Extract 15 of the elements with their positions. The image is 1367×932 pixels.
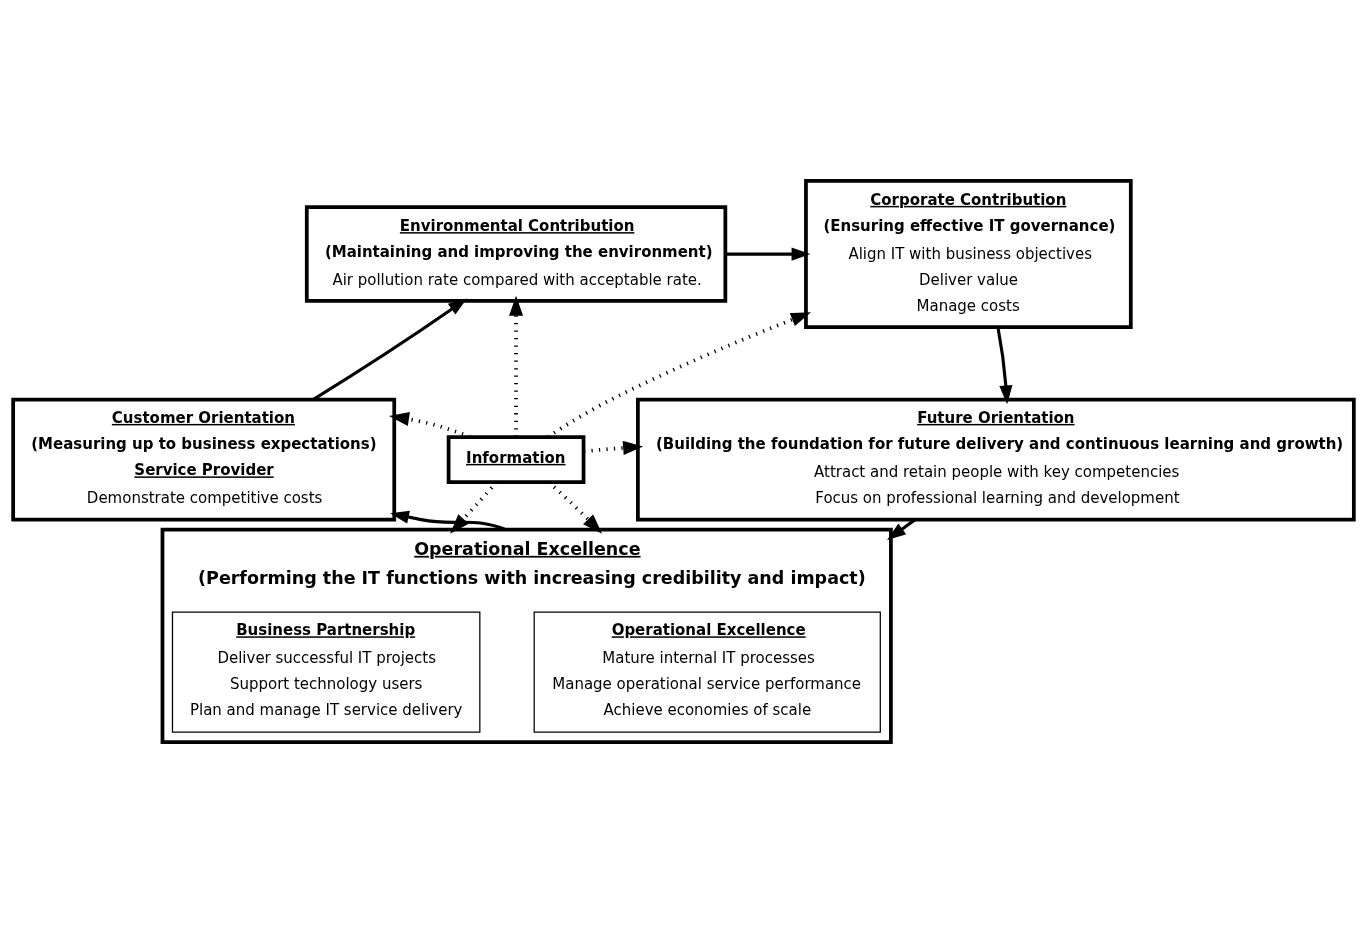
arrow bbox=[312, 297, 467, 401]
arrow bbox=[583, 440, 644, 455]
node-box: Information bbox=[446, 434, 586, 484]
arrow bbox=[509, 295, 524, 437]
node-box: Corporate Contribution (Ensuring effective IT governance) Align IT with business objectives Deliver value Manage costs bbox=[804, 178, 1133, 329]
arrow bbox=[390, 510, 507, 531]
node-box: Customer Orientation (Measuring up to business expectations) Service Provider Demonstrate competitive costs bbox=[11, 397, 397, 521]
arrow bbox=[546, 311, 811, 438]
arrow bbox=[996, 326, 1013, 404]
node-box: Business Partnership Deliver successful IT projects Support technology users Plan and manage IT service delivery bbox=[171, 610, 481, 733]
arrow bbox=[725, 247, 811, 261]
node-box: Operational Excellence Mature internal IT processes Manage operational service performance Achieve economies of scale bbox=[533, 610, 881, 733]
node-box: Environmental Contribution (Maintaining and improving the environment) Air pollution rate compared with acceptable rate. bbox=[304, 204, 728, 303]
node-box: Future Orientation (Building the foundation for future delivery and continuous learning and growth) Attract and retain people with key competencies Focus on professional learning and development bbox=[636, 397, 1356, 521]
arrow bbox=[389, 411, 471, 439]
